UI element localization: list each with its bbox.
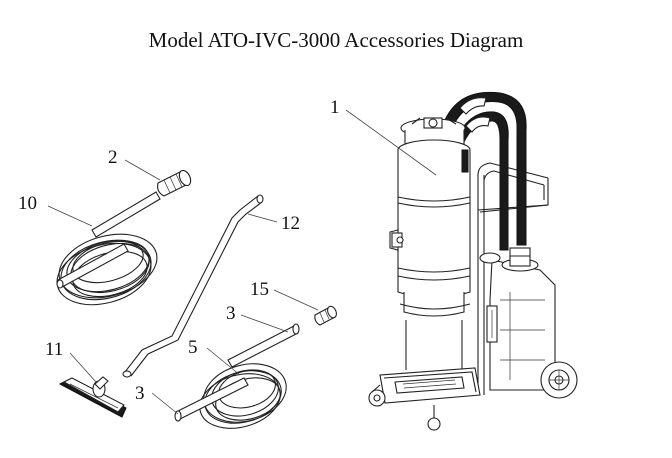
leader-1 bbox=[345, 109, 437, 176]
callout-12: 12 bbox=[281, 213, 300, 234]
leader-11 bbox=[69, 352, 97, 383]
leader-5 bbox=[206, 347, 241, 376]
floor-brush-tool bbox=[58, 376, 127, 418]
callout-5: 5 bbox=[188, 337, 198, 358]
hose-adapter bbox=[314, 305, 337, 326]
callout-2: 2 bbox=[108, 147, 118, 168]
leader-2 bbox=[124, 159, 161, 181]
callout-3-top: 3 bbox=[226, 303, 236, 324]
leader-lines bbox=[47, 109, 437, 415]
hose-connector bbox=[157, 169, 192, 197]
leader-12 bbox=[247, 213, 278, 223]
leader-3-bottom bbox=[151, 392, 179, 415]
callout-15: 15 bbox=[250, 279, 269, 300]
leader-10 bbox=[47, 205, 93, 227]
bent-wand bbox=[122, 194, 264, 378]
diagram-title: Model ATO-IVC-3000 Accessories Diagram bbox=[148, 28, 524, 52]
leader-15 bbox=[273, 289, 319, 311]
callout-11: 11 bbox=[45, 339, 64, 360]
callout-1: 1 bbox=[330, 97, 340, 118]
leader-3-top bbox=[240, 314, 289, 333]
industrial-vacuum-cleaner bbox=[368, 91, 578, 431]
coiled-hose-small bbox=[56, 191, 161, 306]
coiled-hose-large bbox=[174, 323, 300, 429]
callout-3-bottom: 3 bbox=[135, 383, 145, 404]
callout-10: 10 bbox=[18, 193, 37, 214]
